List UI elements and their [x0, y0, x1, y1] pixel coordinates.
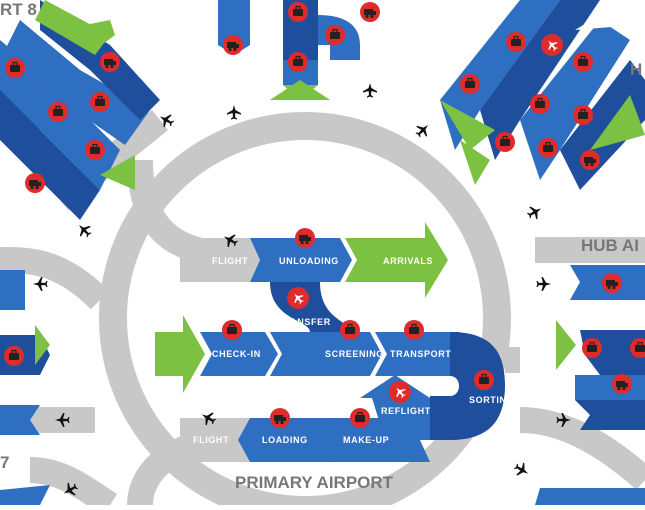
- step-labels: FLIGHT UNLOADING ARRIVALS TRANSFER CHECK…: [193, 256, 514, 445]
- spoke-bag-icon: [537, 137, 559, 159]
- spoke-bag-icon: [529, 93, 551, 115]
- hub-airport-title: HUB AI: [581, 236, 639, 255]
- unloading-cart-icon: [295, 228, 315, 248]
- transfer-icon: [287, 287, 309, 309]
- spoke-transfer-icon: [541, 34, 563, 56]
- primary-airport-title: PRIMARY AIRPORT: [235, 473, 394, 492]
- make-up-bag-icon: [349, 407, 371, 429]
- label-check-in: CHECK-IN: [212, 349, 261, 359]
- airplane-icon: [74, 220, 95, 241]
- spoke-cart-icon: [100, 52, 120, 72]
- primary-flow: [155, 222, 505, 462]
- airplane-icon: [412, 120, 433, 141]
- airplane-icon: [511, 460, 532, 480]
- spoke-cart-icon: [360, 2, 380, 22]
- spoke-bag-icon: [505, 31, 527, 53]
- label-flight-out: FLIGHT: [193, 435, 229, 445]
- spoke-bag-icon: [89, 91, 111, 113]
- spoke-cart-icon: [223, 35, 243, 55]
- airplane-icon: [363, 83, 377, 98]
- airport-8-title: RT 8: [0, 0, 37, 19]
- spoke-bag-icon: [4, 57, 26, 79]
- label-arrivals: ARRIVALS: [383, 256, 433, 266]
- label-make-up: MAKE-UP: [343, 435, 389, 445]
- left-bottom-title: 7: [0, 453, 9, 472]
- label-sorting: SORTING: [469, 395, 514, 405]
- spoke-bag-icon: [287, 1, 309, 23]
- spoke-cart-icon: [602, 273, 622, 293]
- spoke-bag-icon: [581, 337, 603, 359]
- spoke-bag-icon: [47, 101, 69, 123]
- spoke-bag-icon: [3, 345, 25, 367]
- airplane-icon: [536, 277, 551, 291]
- spoke-cart-icon: [612, 374, 632, 394]
- label-screening: SCREENING: [325, 349, 384, 359]
- spoke-cart-icon: [580, 150, 600, 170]
- sorting-bag-icon: [473, 369, 495, 391]
- spoke-bag-icon: [572, 51, 594, 73]
- airplane-icon: [33, 277, 48, 291]
- hub-top-title: H: [630, 60, 642, 79]
- spoke-bag-icon: [84, 139, 106, 161]
- airplane-icon: [524, 202, 545, 222]
- transport-bag-icon: [403, 319, 425, 341]
- spoke-bag-icon: [494, 131, 516, 153]
- spoke-bag-icon: [572, 104, 594, 126]
- check-in-bag-icon: [221, 319, 243, 341]
- spoke-bag-icon: [459, 73, 481, 95]
- screening-bag-icon: [339, 319, 361, 341]
- spoke-cart-icon: [25, 173, 45, 193]
- label-transport: TRANSPORT: [390, 349, 451, 359]
- loading-cart-icon: [270, 408, 290, 428]
- spoke-bag-icon: [287, 51, 309, 73]
- label-unloading: UNLOADING: [279, 256, 339, 266]
- label-loading: LOADING: [262, 435, 308, 445]
- spoke-bag-icon: [324, 24, 346, 46]
- reflight-icon: [389, 381, 411, 403]
- airplane-icon: [227, 105, 241, 120]
- label-reflight: REFLIGHT: [381, 406, 431, 416]
- label-transfer: TRANSFER: [277, 317, 331, 327]
- label-flight-in: FLIGHT: [212, 256, 248, 266]
